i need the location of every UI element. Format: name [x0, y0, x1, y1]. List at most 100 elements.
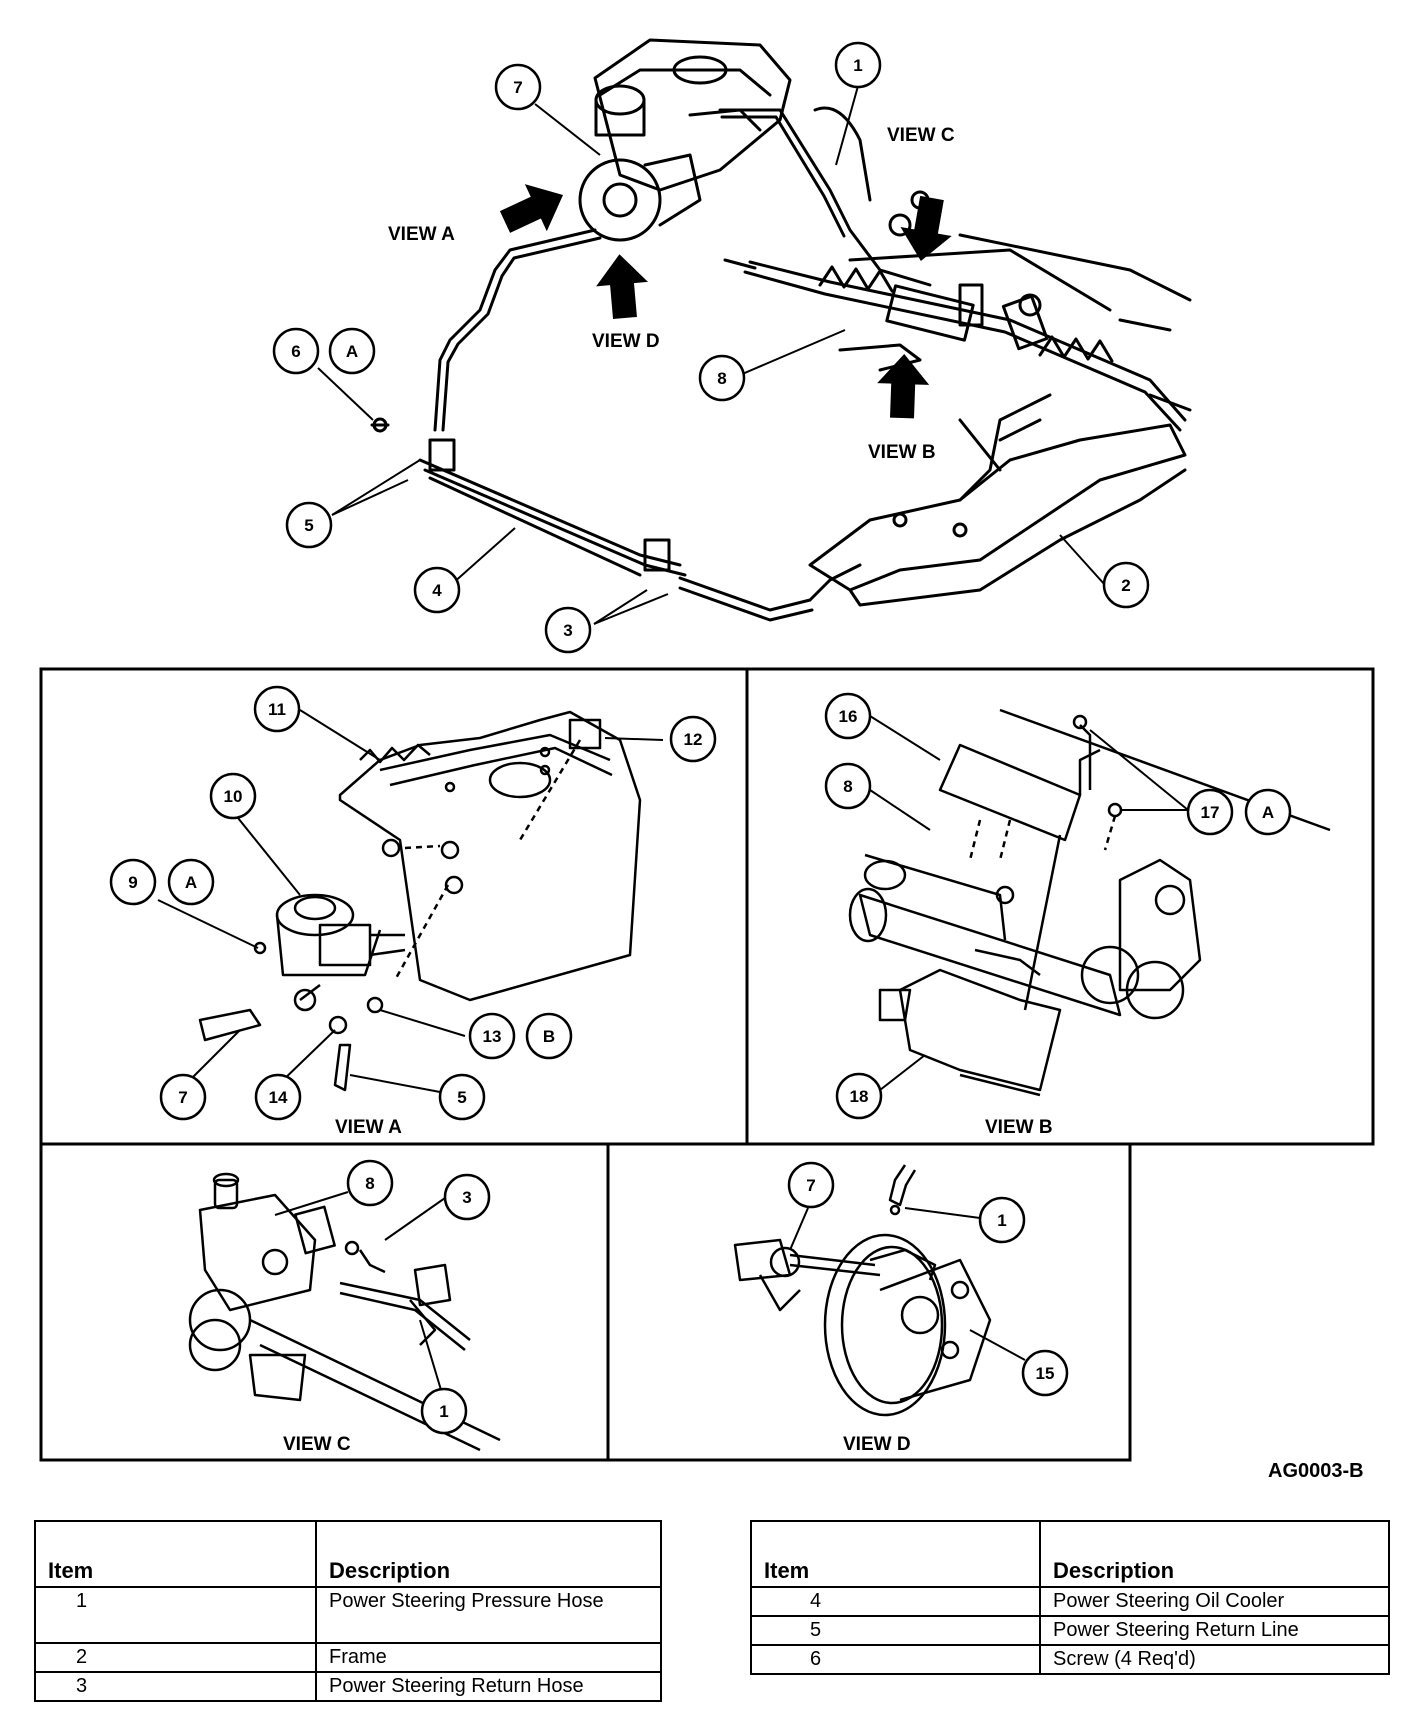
svg-text:6: 6	[291, 342, 300, 361]
callout-3-main: 3	[544, 606, 592, 654]
callout-6-main: 6	[272, 327, 320, 375]
table-right-header-description: Description	[1039, 1520, 1390, 1588]
table-row: 5 Power Steering Return Line	[750, 1615, 1390, 1646]
svg-text:8: 8	[365, 1174, 374, 1193]
view-b-drawing	[848, 708, 1331, 1097]
table-cell-description: Power Steering Return Line	[1039, 1615, 1390, 1646]
table-cell-item: 3	[34, 1671, 317, 1702]
view-d-leaders	[789, 1207, 1026, 1361]
svg-text:5: 5	[304, 516, 313, 535]
oil-cooler-4	[418, 458, 682, 567]
callout-a-view-a: A	[167, 858, 215, 906]
svg-text:1: 1	[853, 56, 862, 75]
callout-b: B	[525, 1012, 573, 1060]
callout-18: 18	[835, 1072, 883, 1120]
table-left-header-description: Description	[315, 1520, 662, 1588]
pump-pulley	[578, 158, 662, 242]
callout-5-view-a: 5	[438, 1073, 486, 1121]
svg-text:3: 3	[462, 1188, 471, 1207]
callout-16: 16	[824, 692, 872, 740]
svg-text:A: A	[185, 873, 197, 892]
callout-a-main: A	[328, 327, 376, 375]
callout-7-view-d: 7	[787, 1161, 835, 1209]
pressure-hose-1	[718, 108, 932, 287]
svg-text:10: 10	[224, 787, 243, 806]
svg-text:14: 14	[269, 1088, 288, 1107]
svg-text:9: 9	[128, 873, 137, 892]
box-view-b-label: VIEW B	[985, 1117, 1053, 1138]
box-view-c-label: VIEW C	[283, 1434, 351, 1455]
callout-15: 15	[1021, 1349, 1069, 1397]
reservoir	[594, 84, 646, 116]
svg-text:16: 16	[839, 707, 858, 726]
callout-a-view-b: A	[1244, 788, 1292, 836]
table-row: 4 Power Steering Oil Cooler	[750, 1586, 1390, 1617]
callout-circles: 1 7 8 6 A 5 4 3 2 11 12 10 9 A 13 B 7 14…	[109, 41, 1292, 1435]
figure-code: AG0003-B	[1268, 1460, 1364, 1482]
callout-1-main: 1	[834, 41, 882, 89]
svg-text:3: 3	[563, 621, 572, 640]
svg-text:1: 1	[439, 1402, 448, 1421]
svg-text:7: 7	[806, 1176, 815, 1195]
table-cell-item: 2	[34, 1642, 317, 1673]
table-row: 6 Screw (4 Req'd)	[750, 1644, 1390, 1675]
callout-1-view-d: 1	[978, 1196, 1026, 1244]
table-row: 2 Frame	[34, 1642, 662, 1673]
table-cell-description: Power Steering Pressure Hose	[315, 1586, 662, 1644]
table-cell-item: 5	[750, 1615, 1041, 1646]
callout-5-main: 5	[285, 501, 333, 549]
callout-8-view-c: 8	[346, 1159, 394, 1207]
main-view-c-label: VIEW C	[887, 125, 955, 146]
svg-text:4: 4	[432, 581, 442, 600]
callout-11: 11	[253, 685, 301, 733]
return-hose-3	[678, 576, 812, 612]
box-view-a-label: VIEW A	[335, 1117, 402, 1138]
main-assembly-view	[370, 38, 1192, 622]
svg-text:15: 15	[1036, 1364, 1055, 1383]
callout-2-main: 2	[1102, 561, 1150, 609]
items-table-left: Item Description 1 Power Steering Pressu…	[34, 1520, 662, 1702]
view-b-leaders	[869, 715, 1189, 1091]
table-right-header-item: Item	[750, 1520, 1041, 1588]
svg-text:A: A	[346, 342, 358, 361]
callout-7-view-a: 7	[159, 1073, 207, 1121]
box-view-d-label: VIEW D	[843, 1434, 911, 1455]
view-a-leaders	[157, 709, 664, 1093]
pump-bracket	[593, 38, 792, 192]
svg-text:2: 2	[1121, 576, 1130, 595]
callout-10: 10	[209, 772, 257, 820]
svg-text:11: 11	[268, 700, 286, 719]
main-view-b-label: VIEW B	[868, 442, 936, 463]
svg-text:18: 18	[850, 1087, 869, 1106]
svg-text:B: B	[543, 1027, 555, 1046]
svg-text:1: 1	[997, 1211, 1006, 1230]
callout-12: 12	[669, 715, 717, 763]
table-cell-description: Screw (4 Req'd)	[1039, 1644, 1390, 1675]
table-row: 3 Power Steering Return Hose	[34, 1671, 662, 1702]
svg-text:5: 5	[457, 1088, 466, 1107]
callout-7-main: 7	[494, 63, 542, 111]
table-cell-item: 1	[34, 1586, 317, 1644]
view-a-drawing	[198, 710, 642, 1092]
items-table-right: Item Description 4 Power Steering Oil Co…	[750, 1520, 1390, 1675]
table-cell-item: 4	[750, 1586, 1041, 1617]
main-leaders	[317, 85, 1106, 625]
return-line-5	[433, 228, 597, 432]
svg-text:17: 17	[1201, 803, 1220, 822]
callout-9: 9	[109, 858, 157, 906]
callout-1-view-c: 1	[420, 1387, 468, 1435]
steering-rack	[723, 258, 1192, 432]
table-row: 1 Power Steering Pressure Hose	[34, 1586, 662, 1644]
table-cell-item: 6	[750, 1644, 1041, 1675]
view-c-leaders	[274, 1191, 446, 1401]
svg-text:13: 13	[483, 1027, 502, 1046]
callout-4-main: 4	[413, 566, 461, 614]
view-d-drawing	[733, 1164, 992, 1417]
table-left-header-item: Item	[34, 1520, 317, 1588]
view-boxes	[39, 667, 1375, 1462]
svg-text:12: 12	[684, 730, 703, 749]
svg-text:A: A	[1262, 803, 1274, 822]
callout-8-view-b: 8	[824, 762, 872, 810]
table-cell-description: Power Steering Return Hose	[315, 1671, 662, 1702]
callout-14: 14	[254, 1073, 302, 1121]
